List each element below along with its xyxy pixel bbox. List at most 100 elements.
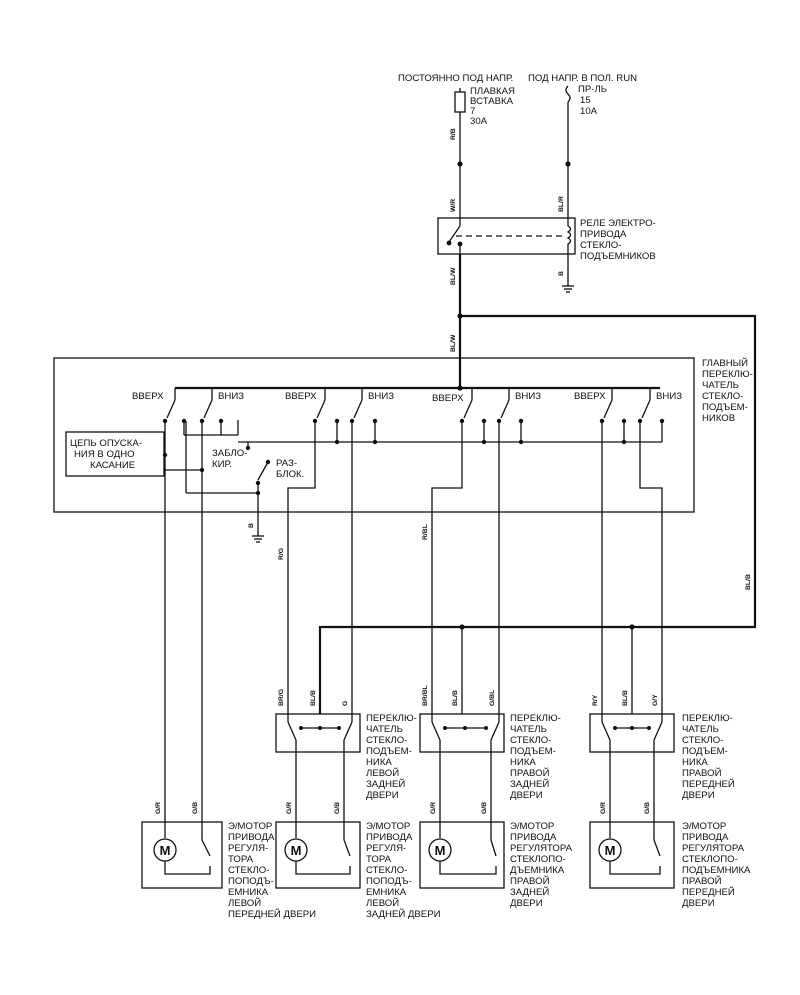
lf-motor-label-6: ПОПОДЪ- — [228, 876, 274, 887]
lr-motor-label-7: ЕМНИКА — [366, 887, 407, 898]
rr-motor-label-4: СТЕКЛОПО- — [510, 854, 566, 865]
lr-motor-label-4: ТОРА — [366, 854, 392, 865]
fuse-symbol — [565, 85, 571, 103]
power-supply: ПОСТОЯННО ПОД НАПР. ПОД НАПР. В ПОЛ. RUN… — [398, 73, 637, 218]
motor-box-right-front — [589, 821, 675, 889]
up-label-3: ВВЕРХ — [432, 393, 464, 404]
fusible-link-label-1: ПЛАВКАЯ — [470, 86, 515, 97]
rf-motor-label-1: Э/МОТОР — [682, 821, 726, 832]
main-switch-label-2: ПЕРЕКЛЮ- — [702, 369, 753, 380]
rf-motor-label-8: ДВЕРИ — [682, 898, 715, 909]
wire-label-gy: G/Y — [652, 694, 659, 706]
main-switch-label-6: НИКОВ — [702, 413, 735, 424]
up-label-1: ВВЕРХ — [132, 391, 164, 402]
lr-motor-label-3: РЕГУЛЯ- — [366, 843, 406, 854]
relay-box — [437, 217, 576, 255]
fuse-15: ПР-ЛЬ 15 10А — [565, 84, 607, 167]
lr-motor-label-2: ПРИВОДА — [366, 832, 413, 843]
wire-label-rb: R/B — [450, 128, 457, 140]
lr-motor-label-9: ЗАДНЕЙ ДВЕРИ — [366, 908, 441, 920]
motor-right-rear: G/R G/B M Э/МОТОР ПРИВОДА РЕГУЛЯТОРА СТЕ… — [419, 802, 573, 909]
fusible-link-rating: 30А — [470, 116, 488, 127]
locked-label-2: КИР. — [212, 459, 232, 470]
rr-switch-label-1: ПЕРЕКЛЮ- — [510, 713, 561, 724]
rr-switch-label-3: СТЕКЛО- — [510, 735, 551, 746]
wire-label-rg: R/G — [278, 548, 285, 560]
wire-label-wr: W/R — [450, 199, 457, 212]
lr-switch-label-3: СТЕКЛО- — [366, 735, 407, 746]
wire-label-brbl: BR/BL — [422, 685, 429, 706]
down-label-1: ВНИЗ — [218, 391, 244, 402]
rr-motor-label-7: ЗАДНЕЙ — [510, 886, 549, 898]
rr-switch-label-8: ДВЕРИ — [510, 790, 543, 801]
main-switch-box — [53, 357, 695, 513]
door-switch-left-rear: BR/G BL/B G ПЕРЕКЛЮ- ЧАТЕЛЬ СТЕКЛО- ПОДЪ… — [275, 689, 417, 822]
lr-motor-label-8: ЛЕВОЙ — [366, 897, 399, 909]
motor-box-right-rear — [419, 821, 505, 889]
wire-label-gr-rr: G/R — [430, 802, 437, 814]
door-switch-box-right-front — [589, 713, 675, 753]
motor-left-rear: G/R G/B M Э/МОТОР ПРИВОДА РЕГУЛЯ- ТОРА С… — [275, 802, 441, 920]
rf-motor-label-6: ПРАВОЙ — [682, 875, 722, 887]
lr-switch-label-5: НИКА — [366, 757, 392, 768]
rr-motor-label-6: ПРАВОЙ — [510, 875, 550, 887]
wire-label-blb-lr: BL/B — [310, 690, 317, 706]
unlocked-label-2: БЛОК. — [276, 469, 304, 480]
fuse-number: 15 — [580, 95, 591, 106]
main-switch-label-3: ЧАТЕЛЬ — [702, 380, 739, 391]
lr-switch-label-2: ЧАТЕЛЬ — [366, 724, 403, 735]
main-switch-label-4: СТЕКЛО- — [702, 391, 743, 402]
motor-box-left-rear — [275, 821, 361, 889]
ground-icon — [252, 535, 264, 543]
constant-power-label: ПОСТОЯННО ПОД НАПР. — [398, 73, 513, 84]
lf-motor-label-2: ПРИВОДА — [228, 832, 275, 843]
rf-switch-label-4: ПОДЪЕМ- — [682, 746, 728, 757]
motor-symbol: M — [435, 843, 446, 858]
rf-motor-label-4: СТЕКЛОПО- — [682, 854, 738, 865]
main-switch-label-1: ГЛАВНЫЙ — [702, 357, 748, 369]
rf-switch-label-2: ЧАТЕЛЬ — [682, 724, 719, 735]
rr-switch-label-6: ПРАВОЙ — [510, 767, 550, 779]
lf-motor-label-9: ПЕРЕДНЕЙ ДВЕРИ — [228, 908, 316, 920]
wire-label-gr-rf: G/R — [600, 802, 607, 814]
lr-switch-label-1: ПЕРЕКЛЮ- — [366, 713, 417, 724]
one-touch-label-3: КАСАНИЕ — [90, 460, 135, 471]
rr-switch-label-2: ЧАТЕЛЬ — [510, 724, 547, 735]
lr-switch-label-7: ЗАДНЕЙ — [366, 778, 405, 790]
relay-label-2: ПРИВОДА — [580, 229, 627, 240]
rf-switch-label-1: ПЕРЕКЛЮ- — [682, 713, 733, 724]
motor-symbol: M — [291, 843, 302, 858]
fuse-label: ПР-ЛЬ — [578, 84, 607, 95]
lf-motor-label-8: ЛЕВОЙ — [228, 897, 261, 909]
wire-label-brg: BR/G — [278, 689, 285, 706]
relay-label-1: РЕЛЕ ЭЛЕКТРО- — [580, 218, 656, 229]
wire-label-gr-lf: G/R — [155, 802, 162, 814]
motor-left-front: G/R G/B M Э/МОТОР ПРИВОДА РЕГУЛЯ- ТОРА С… — [141, 802, 316, 920]
lr-switch-label-8: ДВЕРИ — [366, 790, 399, 801]
run-power-label: ПОД НАПР. В ПОЛ. RUN — [528, 73, 637, 84]
door-switch-right-rear: BR/BL BL/B G/BL ПЕРЕКЛЮ- ЧАТЕЛЬ СТЕКЛО- … — [419, 685, 561, 822]
up-label-2: ВВЕРХ — [285, 391, 317, 402]
lf-motor-label-3: РЕГУЛЯ- — [228, 843, 268, 854]
rf-switch-label-5: НИКА — [682, 757, 708, 768]
ground-icon — [562, 285, 574, 293]
rr-motor-label-3: РЕГУЛЯТОРА — [510, 843, 573, 854]
lr-switch-label-6: ЛЕВОЙ — [366, 767, 399, 779]
wire-label-b-relay: B — [558, 271, 565, 276]
relay-coil-symbol — [566, 218, 572, 254]
switch-pair-left-front: ВВЕРХ ВНИЗ — [132, 388, 244, 436]
wire-label-blb-rr: BL/B — [452, 690, 459, 706]
relay-label-4: ПОДЪЕМНИКОВ — [580, 251, 656, 262]
fusible-link-number: 7 — [470, 106, 475, 117]
wire-label-blr: BL/R — [558, 196, 565, 212]
motor-symbol: M — [160, 843, 171, 858]
lf-motor-label-5: СТЕКЛО- — [228, 865, 269, 876]
door-switch-right-front: R/Y BL/B G/Y ПЕРЕКЛЮ- ЧАТЕЛЬ СТЕКЛО- ПОД… — [589, 690, 735, 822]
rr-switch-label-4: ПОДЪЕМ- — [510, 746, 556, 757]
rr-switch-label-7: ЗАДНЕЙ — [510, 778, 549, 790]
up-label-4: ВВЕРХ — [574, 391, 606, 402]
lr-motor-label-1: Э/МОТОР — [366, 821, 410, 832]
locked-label-1: ЗАБЛО- — [212, 448, 247, 459]
fuse-rating: 10А — [580, 106, 598, 117]
